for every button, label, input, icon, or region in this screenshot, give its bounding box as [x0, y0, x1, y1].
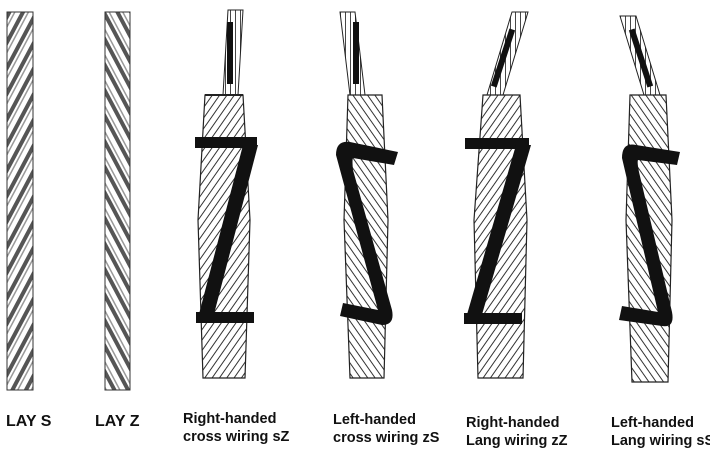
caption-right-lang: Right-handed Lang wiring zZ — [466, 414, 568, 450]
caption-line: Left-handed — [611, 415, 694, 431]
caption-line: cross wiring zS — [333, 430, 440, 446]
right-cross-rope — [195, 9, 258, 379]
lay-s-rope — [6, 11, 34, 391]
caption-left-lang: Left-handed Lang wiring sS — [611, 414, 710, 450]
caption-line: Right-handed — [466, 415, 560, 431]
caption-lay-s: LAY S — [6, 412, 51, 432]
left-cross-rope — [336, 11, 398, 379]
left-lang-rope — [619, 15, 680, 383]
lay-z-rope — [104, 11, 131, 391]
caption-line: LAY Z — [95, 413, 140, 430]
caption-left-cross: Left-handed cross wiring zS — [333, 411, 439, 447]
caption-line: LAY S — [6, 413, 52, 430]
right-lang-rope — [464, 11, 531, 379]
caption-line: Right-handed — [183, 411, 277, 427]
caption-right-cross: Right-handed cross wiring sZ — [183, 410, 289, 446]
caption-line: Lang wiring zZ — [466, 433, 568, 449]
caption-lay-z: LAY Z — [95, 412, 139, 432]
caption-line: cross wiring sZ — [183, 429, 290, 445]
caption-line: Lang wiring sS — [611, 433, 710, 449]
caption-line: Left-handed — [333, 412, 416, 428]
